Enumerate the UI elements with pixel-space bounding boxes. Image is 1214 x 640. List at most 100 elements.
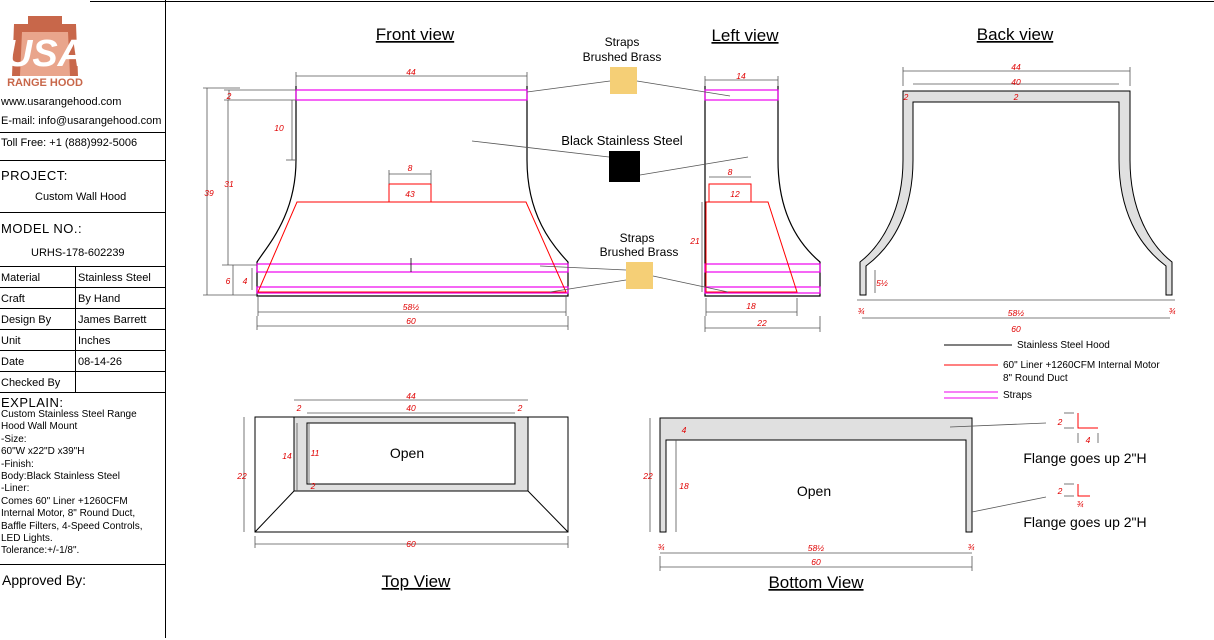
- dim-label: 31: [224, 179, 234, 189]
- black-steel-swatch: [609, 151, 640, 182]
- spec-key: Date: [1, 356, 25, 368]
- dim-label: 39: [204, 188, 214, 198]
- dim-label: 2: [226, 91, 232, 101]
- email-link[interactable]: E-mail: info@usarangehood.com: [1, 115, 162, 127]
- top-open-label: Open: [390, 445, 424, 461]
- title-block: USA RANGE HOOD www.usarangehood.com E-ma…: [0, 0, 166, 638]
- strap-top-finish: Brushed Brass: [583, 50, 662, 64]
- dim-label: 44: [406, 67, 416, 77]
- dim-label: 8: [728, 167, 733, 177]
- strap-bottom-finish: Brushed Brass: [600, 245, 679, 259]
- flange-details: [1064, 412, 1099, 497]
- explain-text: Custom Stainless Steel Range Hood Wall M…: [1, 409, 143, 557]
- dim-label: 60: [1011, 324, 1021, 334]
- dim-label: 18: [679, 481, 689, 491]
- dim-label: 6: [226, 276, 231, 286]
- dim-label: 4: [1086, 435, 1091, 445]
- top-view-title: Top View: [382, 572, 451, 591]
- dim-label: 4: [682, 425, 687, 435]
- spec-key: Craft: [1, 293, 25, 305]
- phone-text: Toll Free: +1 (888)992-5006: [1, 137, 138, 149]
- dim-label: 44: [1011, 62, 1021, 72]
- dim-label: 2: [517, 403, 523, 413]
- dim-label: 2: [903, 92, 909, 102]
- dim-label: ¾: [1076, 499, 1083, 509]
- dim-label: 8: [408, 163, 413, 173]
- dim-label: ¾: [1168, 306, 1175, 316]
- spec-value: 08-14-26: [78, 356, 123, 368]
- flange-note-1: Flange goes up 2"H: [1023, 450, 1146, 466]
- dim-label: 2: [1057, 486, 1063, 496]
- divider: [0, 392, 165, 393]
- dim-label: 40: [406, 403, 416, 413]
- strap-top-label: Straps: [605, 35, 640, 49]
- dim-label: ¾: [857, 306, 864, 316]
- dim-label: 2: [1013, 92, 1019, 102]
- dim-label: 40: [1011, 77, 1021, 87]
- dim-label: 22: [756, 318, 767, 328]
- back-view-title: Back view: [977, 25, 1054, 44]
- dim-label: 14: [736, 71, 746, 81]
- strap-bottom-label: Straps: [620, 231, 655, 245]
- model-value: URHS-178-602239: [31, 247, 125, 259]
- material-callouts: Straps Brushed Brass Black Stainless Ste…: [471, 35, 749, 293]
- back-view: [857, 67, 1175, 319]
- sheet-top-border: [90, 1, 1214, 2]
- dim-label: 11: [311, 448, 320, 458]
- dim-label: 2: [1057, 417, 1063, 427]
- legend-item-line2: 8" Round Duct: [1003, 373, 1068, 384]
- project-value: Custom Wall Hood: [35, 191, 127, 203]
- brushed-brass-swatch: [626, 262, 653, 289]
- dim-label: 22: [236, 471, 247, 481]
- legend-item: Stainless Steel Hood: [1017, 340, 1110, 351]
- flange-note-2: Flange goes up 2"H: [1023, 514, 1146, 530]
- dim-label: 5½: [876, 278, 888, 288]
- divider: [0, 266, 165, 267]
- dim-label: 2: [310, 481, 316, 491]
- legend: Stainless Steel Hood 60" Liner +1260CFM …: [944, 340, 1160, 401]
- logo-subtext: RANGE HOOD: [7, 77, 83, 89]
- legend-item: 60" Liner +1260CFM Internal Motor: [1003, 360, 1160, 371]
- dim-label: 21: [689, 236, 700, 246]
- divider: [0, 132, 165, 133]
- dim-label: 4: [243, 276, 248, 286]
- dim-label: 22: [642, 471, 653, 481]
- project-label: PROJECT:: [1, 168, 68, 183]
- dim-label: 58½: [808, 543, 825, 553]
- model-label: MODEL NO.:: [1, 221, 83, 236]
- divider: [0, 564, 165, 565]
- dim-label: 58½: [1008, 308, 1025, 318]
- bottom-view: [649, 417, 1047, 571]
- logo-text: USA: [5, 33, 85, 75]
- dim-label: 43: [405, 189, 415, 199]
- bottom-view-title: Bottom View: [768, 573, 864, 592]
- top-view: [243, 399, 569, 548]
- left-view-title: Left view: [711, 26, 779, 45]
- front-view-title: Front view: [376, 25, 455, 44]
- dim-label: 44: [406, 391, 416, 401]
- spec-value: Stainless Steel: [78, 272, 151, 284]
- bottom-open-label: Open: [797, 483, 831, 499]
- body-material-label: Black Stainless Steel: [561, 133, 683, 148]
- spec-value: James Barrett: [78, 314, 147, 326]
- approved-by-label: Approved By:: [2, 572, 87, 588]
- dim-label: 10: [274, 123, 284, 133]
- dim-label: ¾: [967, 542, 974, 552]
- divider: [0, 212, 165, 213]
- dim-label: 58½: [403, 302, 420, 312]
- dim-label: 60: [811, 557, 821, 567]
- spec-key: Checked By: [1, 377, 61, 389]
- dim-label: 14: [282, 451, 292, 461]
- legend-item: Straps: [1003, 390, 1032, 401]
- dim-label: 2: [296, 403, 302, 413]
- spec-key: Unit: [1, 335, 21, 347]
- left-view: [701, 76, 821, 332]
- divider: [0, 160, 165, 161]
- explain-label: EXPLAIN:: [1, 395, 64, 410]
- dim-label: ¾: [657, 542, 664, 552]
- dim-label: 60: [406, 316, 416, 326]
- website-link[interactable]: www.usarangehood.com: [1, 96, 122, 108]
- dim-label: 18: [746, 301, 756, 311]
- spec-value: By Hand: [78, 293, 121, 305]
